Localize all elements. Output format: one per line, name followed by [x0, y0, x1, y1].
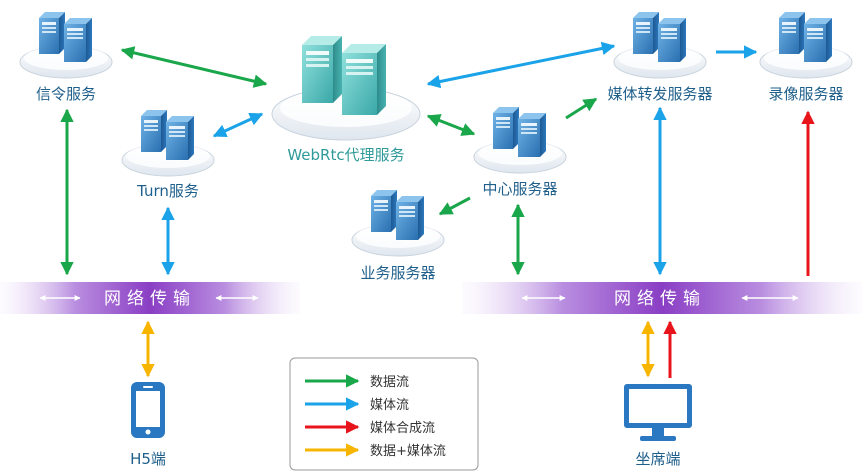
arrow-proxy-center [426, 114, 476, 136]
legend-data-media-label: 数据+媒体流 [370, 444, 446, 459]
signaling-label: 信令服务 [36, 85, 96, 103]
center-label: 中心服务器 [482, 180, 557, 198]
network-bus-left: 网络传输 [0, 282, 300, 314]
node-center: 中心服务器 [473, 106, 567, 198]
seat-label: 坐席端 [635, 450, 680, 468]
arrow-center-business [438, 196, 471, 216]
node-proxy: WebRtc代理服务 [271, 35, 421, 164]
legend-media-label: 媒体流 [370, 398, 409, 413]
node-recording: 录像服务器 [759, 11, 853, 103]
arrow-turn-proxy [212, 112, 264, 138]
legend-composite-label: 媒体合成流 [370, 421, 435, 436]
proxy-label: WebRtc代理服务 [287, 146, 404, 164]
legend-item-data-media: 数据+媒体流 [305, 443, 446, 459]
node-h5: H5端 [130, 382, 166, 468]
legend-item-media: 媒体流 [305, 397, 409, 413]
node-signaling: 信令服务 [19, 11, 113, 103]
arrow-signaling-proxy [120, 46, 268, 88]
business-label: 业务服务器 [360, 264, 435, 282]
arrow-proxy-mediaforward [426, 41, 616, 89]
node-business: 业务服务器 [351, 189, 445, 282]
bus-left-label: 网络传输 [104, 289, 196, 309]
legend-item-composite: 媒体合成流 [305, 420, 435, 436]
turn-label: Turn服务 [136, 182, 199, 200]
network-bus-right: 网络传输 [462, 282, 862, 314]
legend-item-data: 数据流 [305, 374, 409, 390]
flow-arrows [60, 41, 815, 378]
node-seat: 坐席端 [624, 384, 692, 468]
monitor-icon [624, 384, 692, 441]
h5-label: H5端 [130, 450, 166, 468]
node-turn: Turn服务 [121, 109, 215, 200]
phone-icon [131, 382, 165, 438]
legend: 数据流 媒体流 媒体合成流 数据+媒体流 [289, 357, 479, 471]
node-media-forward: 媒体转发服务器 [607, 11, 713, 103]
arrow-center-mediaforward [565, 97, 598, 120]
bus-right-label: 网络传输 [614, 289, 706, 309]
recording-label: 录像服务器 [768, 85, 843, 103]
legend-data-label: 数据流 [370, 375, 409, 390]
media-forward-label: 媒体转发服务器 [607, 85, 712, 103]
